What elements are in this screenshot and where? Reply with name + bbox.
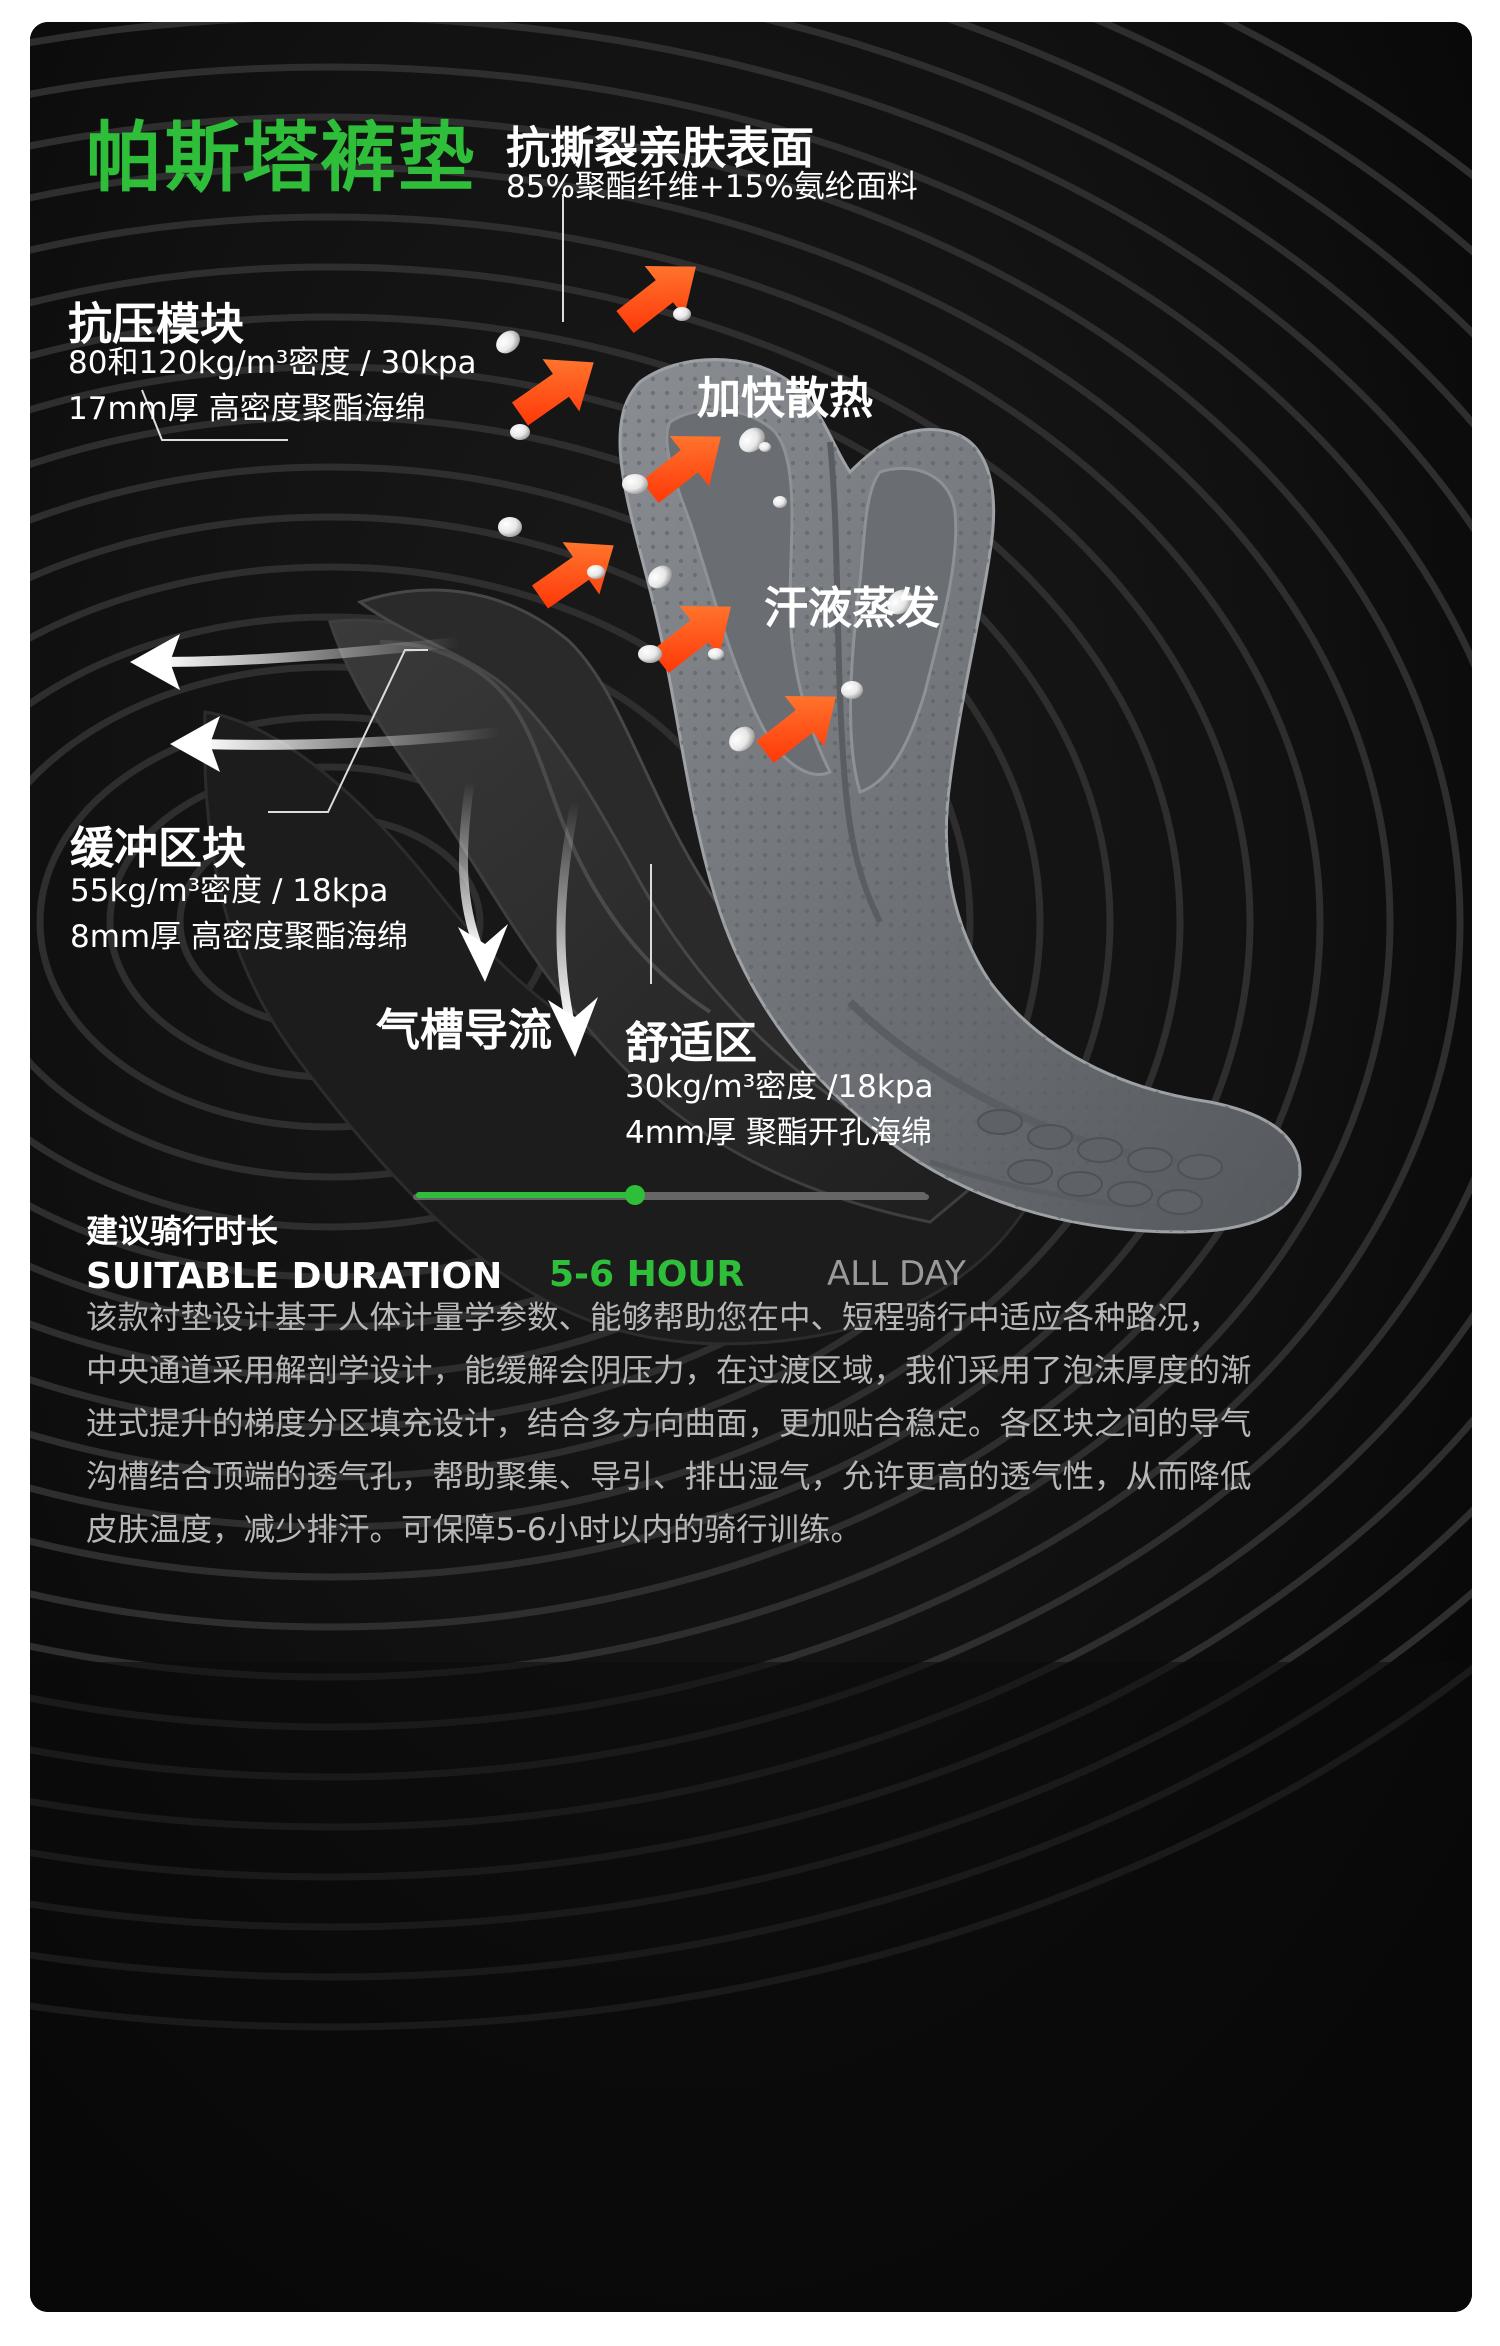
description-line: 该款衬垫设计基于人体计量学参数、能够帮助您在中、短程骑行中适应各种路况， [86, 1300, 1221, 1336]
duration-label-cn: 建议骑行时长 [86, 1212, 279, 1250]
product-card: 帕斯塔裤垫 抗撕裂亲肤表面 85%聚酯纤维+15%氨纶面料 抗压模块 80和12… [30, 22, 1472, 2312]
callout-pressure-title: 抗压模块 [68, 299, 244, 350]
duration-progress-knob [625, 1185, 646, 1205]
description-line: 沟槽结合顶端的透气孔，帮助聚集、导引、排出湿气，允许更高的透气性，从而降低 [86, 1459, 1252, 1495]
callout-comfort-title: 舒适区 [625, 1018, 757, 1069]
callout-comfort-line-1: 30kg/m³密度 /18kpa [625, 1069, 934, 1105]
product-description: 该款衬垫设计基于人体计量学参数、能够帮助您在中、短程骑行中适应各种路况， 中央通… [86, 1292, 1376, 1557]
callout-pressure-line-2: 17mm厚 高密度聚酯海绵 [68, 391, 426, 427]
duration-label-en: SUITABLE DURATION [86, 1256, 503, 1297]
description-line: 中央通道采用解剖学设计，能缓解会阴压力，在过渡区域，我们采用了泡沫厚度的渐 [86, 1353, 1252, 1389]
callout-buffer-line-2: 8mm厚 高密度聚酯海绵 [70, 919, 408, 955]
pad-top-surface [618, 358, 1302, 1234]
description-line: 进式提升的梯度分区填充设计，结合多方向曲面，更加贴合稳定。各区块之间的导气 [86, 1406, 1252, 1442]
callout-heat-title: 加快散热 [697, 373, 873, 424]
description-line: 皮肤温度，减少排汗。可保障5-6小时以内的骑行训练。 [86, 1512, 862, 1548]
callout-surface-title: 抗撕裂亲肤表面 [506, 123, 814, 174]
callout-sweat-title: 汗液蒸发 [764, 583, 940, 634]
sweat-droplets [496, 307, 913, 752]
callout-pressure-line-1: 80和120kg/m³密度 / 30kpa [68, 345, 477, 381]
callout-buffer-title: 缓冲区块 [70, 823, 246, 874]
callout-buffer-line-1: 55kg/m³密度 / 18kpa [70, 873, 389, 909]
callout-surface-line: 85%聚酯纤维+15%氨纶面料 [506, 169, 918, 205]
product-title: 帕斯塔裤垫 [86, 113, 476, 202]
duration-selected-label: 5-6 HOUR [549, 1254, 745, 1295]
callout-comfort-line-2: 4mm厚 聚酯开孔海绵 [625, 1115, 932, 1151]
leader-lines [141, 194, 652, 984]
duration-progress-fill [416, 1192, 636, 1198]
airflow-arrows [130, 634, 598, 1057]
product-illustration [30, 22, 1472, 2312]
callout-airflow-title: 气槽导流 [376, 1005, 552, 1056]
duration-progress-bar [416, 1185, 926, 1205]
duration-max-label: ALL DAY [827, 1254, 966, 1294]
heat-arrows [511, 266, 836, 764]
